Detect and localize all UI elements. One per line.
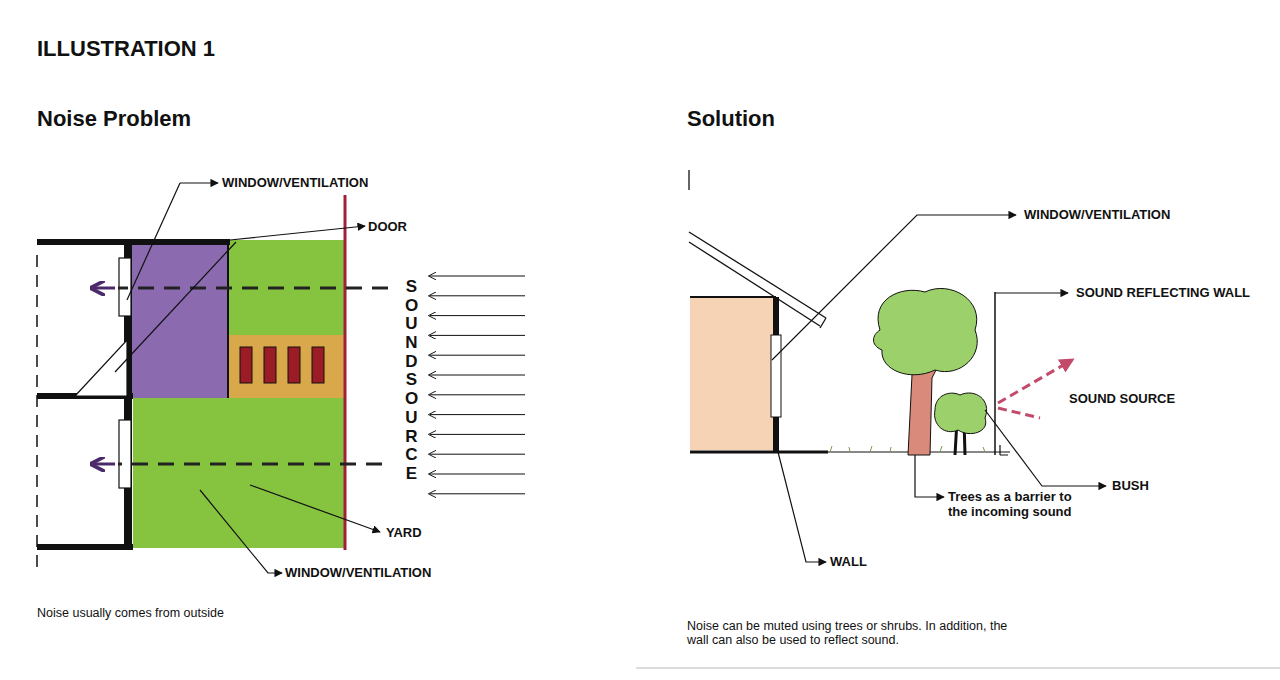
panel-heading: Solution <box>687 106 775 132</box>
callout-label: DOOR <box>368 219 407 234</box>
callout-label: SOUND SOURCE <box>1069 391 1175 406</box>
sound-arrow <box>430 434 525 435</box>
callout-label: BUSH <box>1112 478 1149 493</box>
title: ILLUSTRATION 1 <box>37 36 215 62</box>
sound-arrow <box>430 335 525 336</box>
sound-arrow <box>430 295 525 296</box>
sound-arrow <box>430 414 525 415</box>
sound-source-label: SOUND SOURCE <box>403 278 420 484</box>
sound-arrow <box>430 394 525 395</box>
panel-heading: Noise Problem <box>37 106 191 132</box>
note: Noise usually comes from outside <box>37 606 224 620</box>
callout-label: Trees as a barrier to the incoming sound <box>948 489 1088 519</box>
callout-label: WALL <box>830 554 867 569</box>
sound-arrow <box>430 493 525 494</box>
callout-label: WINDOW/VENTILATION <box>222 175 368 190</box>
callout-label: WINDOW/VENTILATION <box>285 565 431 580</box>
sound-arrow <box>430 375 525 376</box>
sound-arrow <box>430 454 525 455</box>
callout-label: YARD <box>386 525 422 540</box>
callout-label: SOUND REFLECTING WALL <box>1076 285 1250 300</box>
sound-arrow <box>430 355 525 356</box>
sound-arrow <box>430 276 525 277</box>
callout-label: WINDOW/VENTILATION <box>1024 207 1170 222</box>
note: Noise can be muted using trees or shrubs… <box>687 619 1032 647</box>
sound-arrow <box>430 315 525 316</box>
sound-arrow <box>430 474 525 475</box>
